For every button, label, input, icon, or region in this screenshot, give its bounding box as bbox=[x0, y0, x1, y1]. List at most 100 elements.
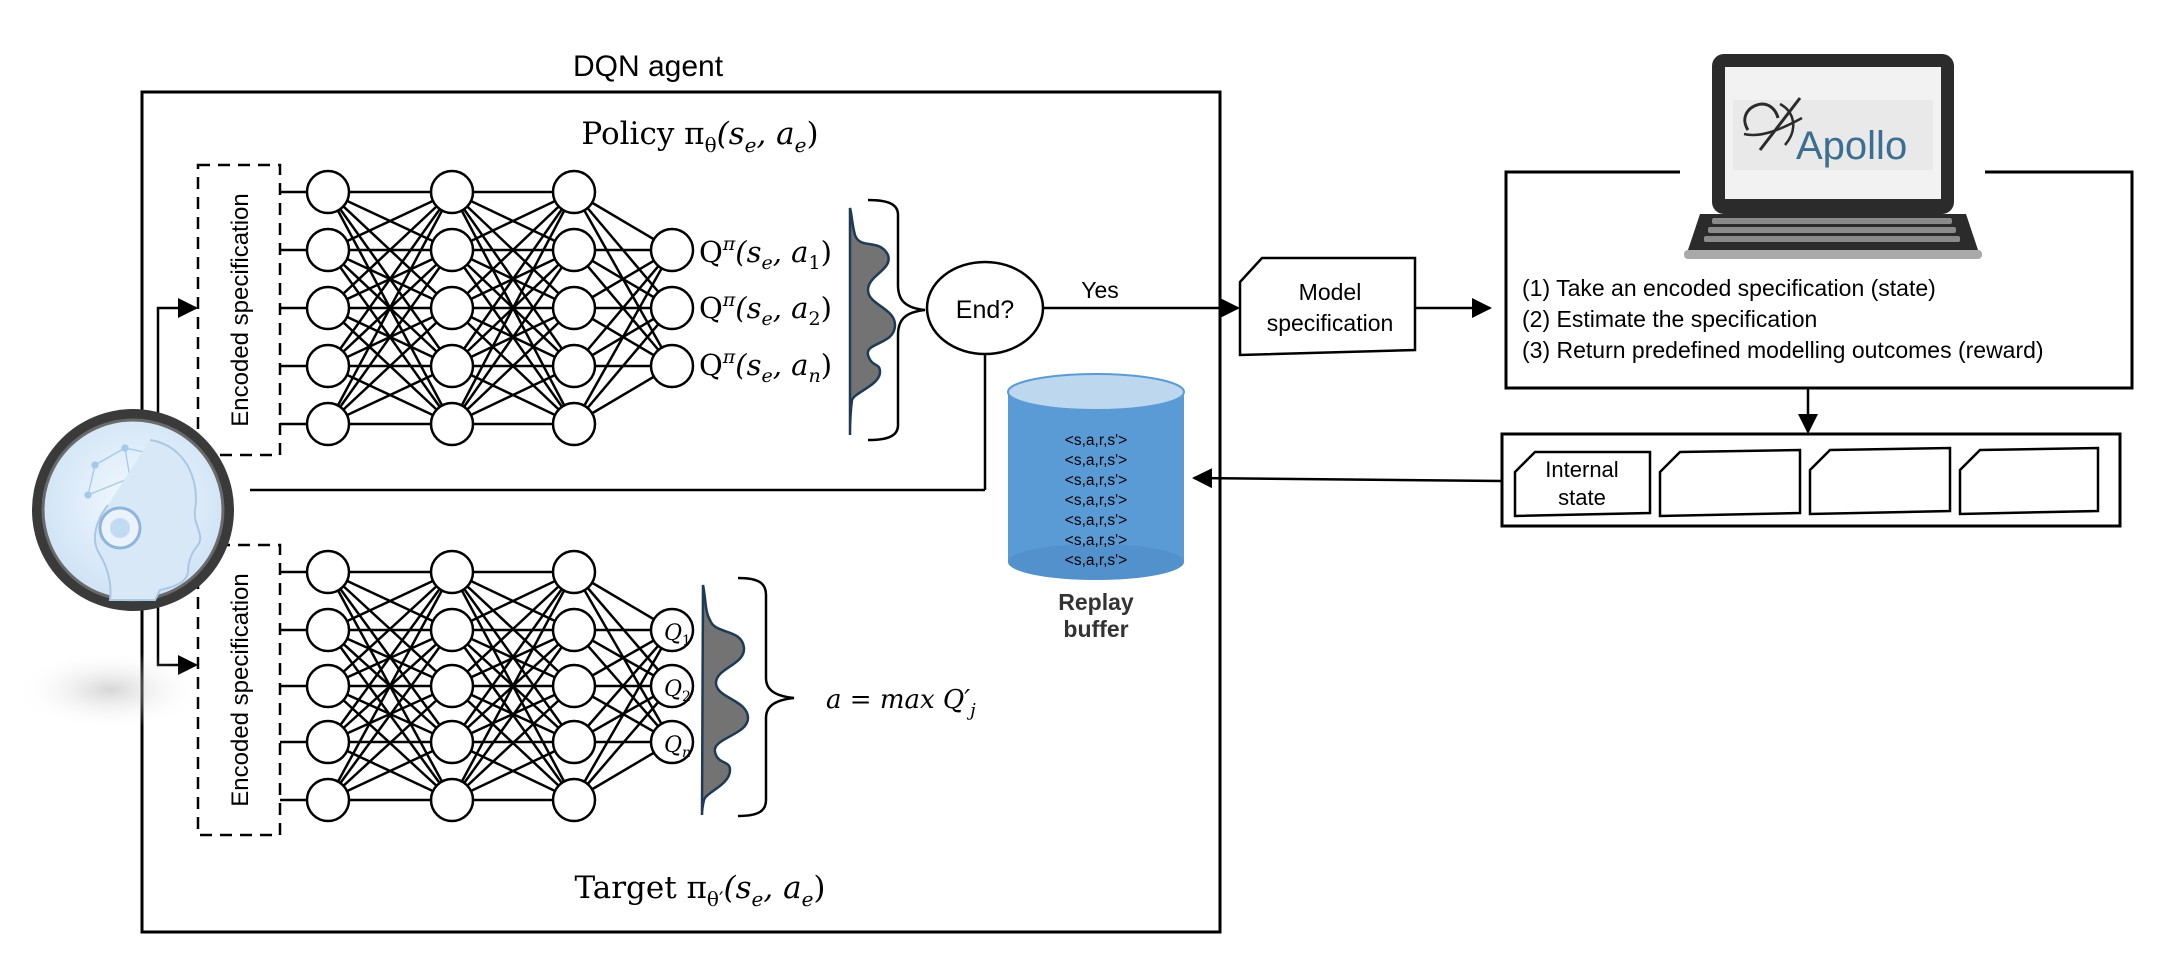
network-node bbox=[305, 549, 351, 595]
encoded-spec-label-target: Encoded specification bbox=[227, 573, 254, 806]
replay-entry: <s,a,r,s'> bbox=[1065, 512, 1127, 529]
q-output-1: Qπ(se, a1) bbox=[699, 233, 832, 274]
network-node bbox=[551, 343, 597, 389]
replay-entries: <s,a,r,s'> <s,a,r,s'> <s,a,r,s'> <s,a,r,… bbox=[1065, 432, 1127, 569]
transition-action bbox=[1658, 448, 1802, 518]
transition-internal-state-line1: Internal bbox=[1545, 457, 1618, 482]
ai-head-icon bbox=[15, 409, 234, 730]
laptop-icon bbox=[1684, 54, 1982, 259]
network-edge bbox=[573, 629, 673, 743]
network-edge bbox=[451, 685, 575, 801]
apollo-box bbox=[1504, 170, 2134, 390]
transition-internal-state: Internal state bbox=[1513, 450, 1652, 518]
q-output-n: Qπ(se, an) bbox=[699, 346, 832, 387]
network-edge bbox=[327, 571, 453, 687]
network-node bbox=[429, 227, 475, 273]
encoded-spec-box-policy bbox=[196, 163, 282, 457]
policy-title: Policy πθ(se, ae) bbox=[581, 116, 818, 157]
network-node bbox=[551, 663, 597, 709]
target-q-1: Q1 bbox=[664, 621, 691, 649]
network-node bbox=[551, 285, 597, 331]
network-edge bbox=[450, 571, 576, 743]
network-node bbox=[551, 549, 597, 595]
network-edge bbox=[450, 249, 576, 425]
network-node bbox=[305, 227, 351, 273]
target-q-2: Q2 bbox=[664, 677, 691, 705]
network-node bbox=[429, 169, 475, 215]
network-node bbox=[429, 401, 475, 447]
target-network bbox=[280, 549, 674, 823]
network-edge bbox=[451, 307, 575, 425]
apollo-step-3: (3) Return predefined modelling outcomes… bbox=[1522, 337, 2044, 363]
network-node bbox=[649, 343, 695, 389]
network-edge bbox=[572, 629, 674, 801]
network-node bbox=[429, 607, 475, 653]
network-edge bbox=[326, 249, 454, 425]
target-q-outputs: Q1 Q2 Qn bbox=[649, 607, 695, 765]
dqn-agent-title: DQN agent bbox=[573, 50, 724, 83]
network-node bbox=[429, 663, 475, 709]
network-edge bbox=[326, 571, 454, 743]
target-title: Target πθ′(se, ae) bbox=[574, 870, 825, 911]
apollo-logo-icon bbox=[1743, 97, 1803, 151]
network-edge bbox=[450, 191, 576, 367]
network-edge bbox=[451, 740, 575, 802]
network-nodes bbox=[305, 549, 597, 823]
network-edge bbox=[451, 190, 575, 252]
replay-entry: <s,a,r,s'> bbox=[1065, 532, 1127, 549]
network-edge bbox=[327, 191, 453, 309]
yes-label: Yes bbox=[1081, 277, 1119, 303]
network-node bbox=[429, 719, 475, 765]
apollo-step-1: (1) Take an encoded specification (state… bbox=[1522, 275, 1936, 301]
network-edge bbox=[327, 740, 453, 802]
target-brace bbox=[737, 576, 795, 818]
network-edge bbox=[326, 191, 454, 425]
network-node bbox=[649, 227, 695, 273]
network-edge bbox=[451, 570, 575, 632]
network-edge bbox=[573, 307, 673, 425]
model-spec-line2: specification bbox=[1267, 310, 1394, 336]
network-edge bbox=[451, 191, 575, 309]
network-edge bbox=[451, 571, 575, 687]
replay-entry: <s,a,r,s'> bbox=[1065, 472, 1127, 489]
network-edge bbox=[572, 249, 674, 425]
network-node bbox=[305, 343, 351, 389]
network-edge bbox=[450, 191, 576, 425]
network-node bbox=[551, 777, 597, 823]
network-edge bbox=[450, 629, 576, 801]
replay-entry: <s,a,r,s'> bbox=[1065, 552, 1127, 569]
apollo-logo-text: Apollo bbox=[1796, 124, 1907, 168]
replay-buffer-label-1: Replay bbox=[1058, 589, 1134, 615]
network-node bbox=[429, 285, 475, 331]
network-edge bbox=[327, 685, 453, 801]
target-q-distribution bbox=[700, 584, 750, 816]
network-node bbox=[551, 719, 597, 765]
policy-brace bbox=[867, 198, 926, 442]
network-node bbox=[305, 607, 351, 653]
target-formula: a = max Q′j bbox=[826, 685, 976, 721]
network-node bbox=[429, 549, 475, 595]
network-node bbox=[305, 401, 351, 447]
network-node bbox=[305, 719, 351, 765]
network-edge bbox=[327, 190, 453, 252]
network-edges bbox=[280, 190, 674, 426]
network-node bbox=[305, 663, 351, 709]
network-edge bbox=[451, 364, 575, 426]
head-to-target-arrow bbox=[156, 605, 198, 675]
network-node bbox=[305, 285, 351, 331]
replay-entry: <s,a,r,s'> bbox=[1065, 452, 1127, 469]
policy-q-distribution bbox=[848, 207, 897, 436]
transition-next-state bbox=[1958, 446, 2100, 516]
transition-reward bbox=[1808, 446, 1952, 516]
network-edge bbox=[573, 249, 673, 367]
network-node bbox=[551, 169, 597, 215]
network-node bbox=[551, 227, 597, 273]
replay-entry: <s,a,r,s'> bbox=[1065, 432, 1127, 449]
network-edge bbox=[326, 191, 454, 367]
network-edge bbox=[327, 570, 453, 632]
network-edge bbox=[327, 307, 453, 425]
network-node bbox=[429, 777, 475, 823]
q-output-2: Qπ(se, a2) bbox=[699, 289, 832, 330]
encoded-spec-label-policy: Encoded specification bbox=[227, 193, 254, 426]
